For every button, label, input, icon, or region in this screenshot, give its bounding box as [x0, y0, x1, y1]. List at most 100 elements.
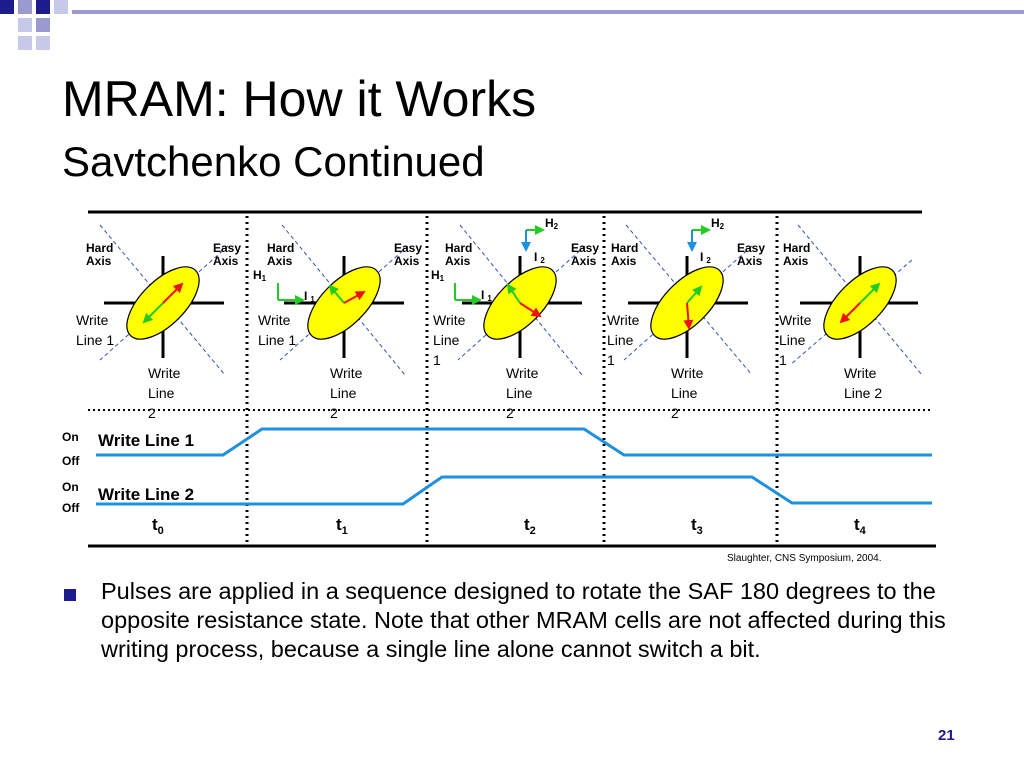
write-line-1-label: 1 — [779, 352, 787, 368]
page-subtitle: Savtchenko Continued — [62, 138, 485, 185]
write-line-2-on-label: On — [62, 480, 79, 494]
page-number: 21 — [938, 727, 955, 744]
write-line-1-off-label: Off — [62, 454, 80, 468]
panel-t3 — [623, 224, 753, 376]
write-line-1-label: 1 — [607, 352, 615, 368]
easy-axis-label: Easy — [737, 241, 765, 255]
write-line-1-label: Line — [607, 332, 634, 348]
corner-square-1 — [0, 0, 14, 14]
write-line-2-label: Line — [148, 385, 175, 401]
magnetization-arrow-red — [162, 282, 184, 304]
write-line-2-label: 2 — [506, 405, 514, 421]
hard-axis-label: Axis — [267, 254, 293, 268]
easy-axis-label: Easy — [213, 241, 241, 255]
write-line-1-label: Line 1 — [258, 332, 296, 348]
hard-axis-label: Axis — [445, 254, 471, 268]
hard-axis-label: Axis — [611, 254, 637, 268]
h1-label: H1 — [253, 268, 267, 283]
write-line-1-label: Write — [433, 312, 466, 328]
panel-t1 — [277, 224, 409, 376]
easy-axis-label: Easy — [394, 241, 422, 255]
hard-axis-label: Hard — [611, 241, 638, 255]
time-label-t1: t1 — [336, 515, 348, 537]
write-line-1-waveform — [96, 427, 932, 457]
corner-square-7 — [18, 36, 32, 50]
write-line-2-label: Line — [506, 385, 533, 401]
hard-axis-label: Axis — [783, 254, 809, 268]
write-line-1-label: Write — [607, 312, 640, 328]
hard-axis-label: Hard — [267, 241, 294, 255]
easy-axis-diagonal — [281, 224, 406, 376]
write-line-2-label: 2 — [671, 405, 679, 421]
write-line-2-label: 2 — [330, 405, 338, 421]
top-rule — [72, 10, 1024, 14]
magnetization-arrow-green — [328, 284, 345, 304]
h2-label: H2 — [711, 216, 725, 231]
easy-axis-diagonal — [625, 224, 753, 376]
time-label-t2: t2 — [524, 515, 536, 537]
corner-square-5 — [18, 18, 32, 32]
write-line-2-label: Line — [330, 385, 357, 401]
corner-square-6 — [36, 18, 50, 32]
easy-axis-label: Axis — [213, 254, 239, 268]
magnetization-arrow-red — [683, 302, 694, 330]
time-label-t3: t3 — [691, 515, 703, 537]
magnetization-arrow-green — [506, 283, 521, 304]
write-line-1-label: Line 1 — [76, 332, 114, 348]
corner-square-3 — [36, 0, 50, 14]
corner-square-8 — [36, 36, 50, 50]
write-line-1-on-label: On — [62, 430, 79, 444]
hard-axis-label: Hard — [86, 241, 113, 255]
write-line-1-label: Write — [76, 312, 109, 328]
corner-square-4 — [54, 0, 68, 14]
write-line-2-label: Write — [671, 365, 704, 381]
magnetization-arrow-green — [686, 285, 703, 304]
easy-axis-diagonal — [797, 224, 923, 376]
magnetization-arrow-red — [343, 291, 366, 304]
panel-t4 — [789, 224, 923, 376]
magnetization-arrow-green — [859, 282, 881, 304]
bullet-square-icon — [64, 589, 76, 601]
easy-axis-diagonal — [459, 224, 583, 376]
write-line-1-label: Line — [779, 332, 806, 348]
easy-axis-label: Axis — [394, 254, 420, 268]
write-line-2-label: Write — [330, 365, 363, 381]
write-line-2-waveform-label: Write Line 2 — [98, 485, 194, 504]
write-line-1-label: Write — [258, 312, 291, 328]
write-line-2-waveform — [96, 475, 932, 506]
panel-t2 — [454, 224, 586, 376]
hard-axis-label: Hard — [783, 241, 810, 255]
panel-t0 — [99, 224, 229, 376]
h1-label: H1 — [431, 268, 445, 283]
write-line-2-label: Line — [671, 385, 698, 401]
write-line-2-label: Write — [844, 365, 877, 381]
corner-square-2 — [18, 0, 32, 14]
magnetization-arrow-red — [839, 302, 861, 324]
write-line-2-label: 2 — [148, 405, 156, 421]
easy-axis-diagonal — [99, 224, 226, 376]
write-line-1-waveform-label: Write Line 1 — [98, 431, 194, 450]
hard-axis-label: Hard — [445, 241, 472, 255]
time-label-t4: t4 — [854, 515, 867, 537]
hard-axis-label: Axis — [86, 254, 112, 268]
write-line-1-label: Line — [433, 332, 460, 348]
magnetization-arrow-red — [519, 302, 542, 318]
write-line-2-label: Write — [506, 365, 539, 381]
write-line-2-off-label: Off — [62, 501, 80, 515]
write-line-2-label: Write — [148, 365, 181, 381]
write-line-2-label: Line 2 — [844, 385, 882, 401]
write-line-1-label: Write — [779, 312, 812, 328]
write-line-1-label: 1 — [433, 352, 441, 368]
easy-axis-label: Axis — [571, 254, 597, 268]
easy-axis-label: Axis — [737, 254, 763, 268]
citation: Slaughter, CNS Symposium, 2004. — [727, 553, 882, 564]
page-title: MRAM: How it Works — [62, 71, 537, 127]
bullet-text: Pulses are applied in a sequence designe… — [101, 578, 946, 662]
easy-axis-label: Easy — [571, 241, 599, 255]
h2-label: H2 — [545, 216, 559, 231]
